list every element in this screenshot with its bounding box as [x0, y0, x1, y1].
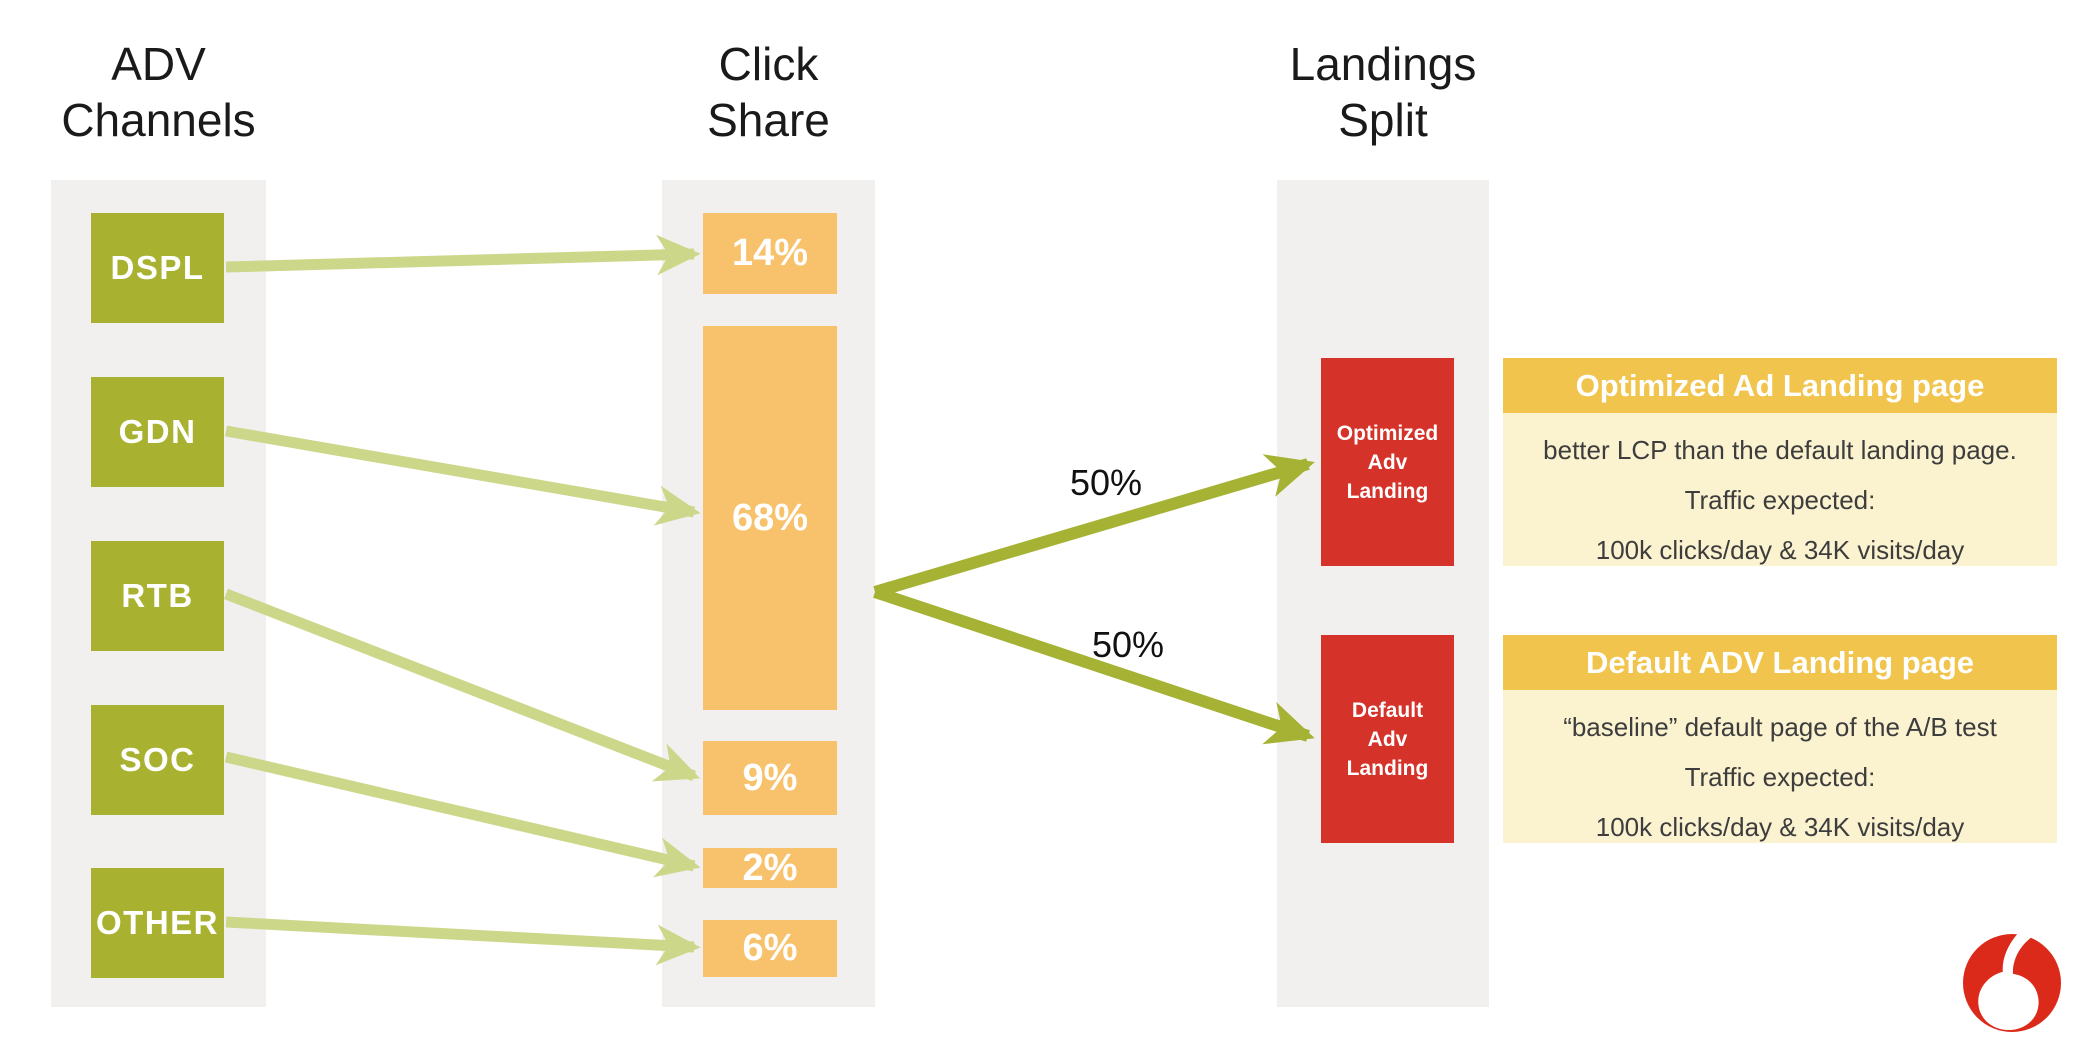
channel-box-dspl: DSPL: [91, 213, 224, 323]
landings-split-column: [1277, 180, 1489, 1007]
card-optimized-line1: better LCP than the default landing page…: [1543, 435, 2017, 465]
header-click-share-line2: Share: [707, 94, 830, 146]
card-optimized-landing-body: better LCP than the default landing page…: [1503, 413, 2057, 566]
header-adv-channels: ADV Channels: [51, 36, 266, 148]
card-default-line1: “baseline” default page of the A/B test: [1563, 712, 1997, 742]
card-default-landing-body: “baseline” default page of the A/B test …: [1503, 690, 2057, 843]
arrow-other-to-6pct: [225, 916, 701, 966]
vodafone-logo-icon: [1963, 934, 2061, 1032]
landing-box-optimized: Optimized Adv Landing: [1321, 358, 1454, 566]
header-landings-split-line1: Landings: [1289, 38, 1477, 90]
card-default-landing-title: Default ADV Landing page: [1503, 635, 2057, 690]
arrow-gdn-to-68pct: [225, 425, 701, 526]
header-landings-split-line2: Split: [1338, 94, 1428, 146]
card-default-line2: Traffic expected:: [1684, 762, 1876, 792]
arrow-dspl-to-14pct: [225, 234, 701, 276]
landing-box-default-line1: Default: [1351, 698, 1424, 722]
split-label-default: 50%: [1091, 624, 1165, 665]
landing-box-default-line3: Landing: [1346, 756, 1429, 780]
landing-box-optimized-line1: Optimized: [1336, 421, 1439, 445]
arrow-soc-to-2pct: [224, 751, 701, 878]
share-box-6pct: 6%: [703, 920, 837, 977]
channel-box-rtb: RTB: [91, 541, 224, 651]
card-optimized-landing: Optimized Ad Landing page better LCP tha…: [1503, 358, 2057, 566]
card-optimized-line2: Traffic expected:: [1684, 485, 1876, 515]
channel-box-soc: SOC: [91, 705, 224, 815]
landing-box-default: Default Adv Landing: [1321, 635, 1454, 843]
share-box-2pct: 2%: [703, 847, 837, 889]
header-adv-channels-line1: ADV: [111, 38, 206, 90]
vodafone-logo-speechmark: [1978, 934, 2039, 1030]
card-optimized-landing-title: Optimized Ad Landing page: [1503, 358, 2057, 413]
header-adv-channels-line2: Channels: [61, 94, 256, 146]
card-default-landing: Default ADV Landing page “baseline” defa…: [1503, 635, 2057, 843]
share-box-68pct: 68%: [703, 326, 837, 710]
landing-box-default-line2: Adv: [1367, 727, 1408, 751]
arrow-rtb-to-9pct: [224, 588, 701, 782]
share-box-9pct: 9%: [703, 741, 837, 815]
header-landings-split: Landings Split: [1277, 36, 1489, 148]
channel-box-gdn: GDN: [91, 377, 224, 487]
header-click-share-line1: Click: [718, 38, 819, 90]
share-box-14pct: 14%: [703, 213, 837, 294]
card-default-line3: 100k clicks/day & 34K visits/day: [1595, 812, 1965, 842]
landing-box-optimized-line3: Landing: [1346, 479, 1429, 503]
channel-box-other: OTHER: [91, 868, 224, 978]
card-optimized-line3: 100k clicks/day & 34K visits/day: [1595, 535, 1965, 565]
split-label-optimized: 50%: [1069, 462, 1143, 503]
header-click-share: Click Share: [662, 36, 875, 148]
landing-box-optimized-line2: Adv: [1367, 450, 1408, 474]
